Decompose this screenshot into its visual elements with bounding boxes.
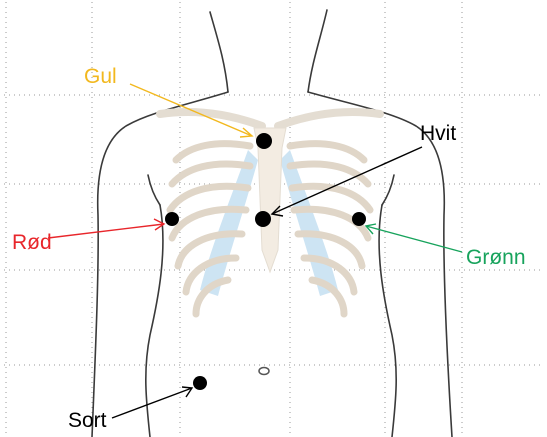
label-green: Grønn: [466, 246, 526, 269]
label-yellow: Gul: [84, 65, 117, 88]
arrow-red: [48, 224, 164, 238]
electrode-black: [193, 376, 207, 390]
arrow-yellow: [130, 84, 252, 136]
navel-icon: [259, 368, 269, 375]
arrow-green: [366, 226, 462, 252]
label-black: Sort: [68, 409, 107, 432]
electrode-red: [165, 212, 179, 226]
electrode-green: [352, 212, 366, 226]
electrode-white: [255, 211, 271, 227]
label-red: Rød: [12, 231, 52, 254]
electrode-yellow: [256, 133, 272, 149]
label-white: Hvit: [420, 122, 456, 145]
